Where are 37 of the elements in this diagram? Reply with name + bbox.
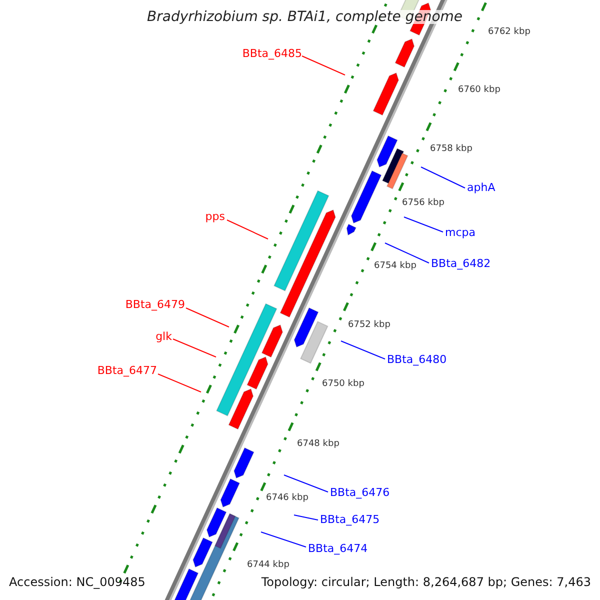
gene-label: BBta_6480 [387, 354, 447, 365]
scale-label: 6752 kbp [348, 321, 390, 330]
scale-label: 6754 kbp [374, 262, 416, 271]
gene-label: BBta_6485 [242, 48, 302, 59]
gene-label: glk [156, 331, 172, 342]
leader-line [226, 220, 268, 240]
gene-label: BBta_6475 [320, 514, 380, 525]
leader-line [302, 56, 346, 76]
gene-label: BBta_6474 [308, 543, 368, 554]
gene-label: pps [205, 211, 225, 222]
leader-line [284, 474, 328, 492]
leader-line [158, 374, 202, 392]
leader-line [294, 514, 318, 520]
gene-label: BBta_6476 [330, 487, 390, 498]
gene-label: mcpa [445, 227, 476, 238]
leader-line [260, 532, 306, 548]
gene-label: BBta_6479 [125, 299, 185, 310]
scale-label: 6744 kbp [247, 561, 290, 570]
gene-label: BBta_6477 [97, 365, 157, 376]
scale-label: 6760 kbp [458, 86, 500, 95]
title: Bradyrhizobium sp. BTAi1, complete genome [147, 10, 463, 24]
scale-label: 6750 kbp [322, 380, 364, 389]
scale-label: 6746 kbp [266, 494, 308, 503]
leader-line [420, 166, 466, 188]
leader-line [186, 308, 230, 328]
genome-stats-text: Topology: circular; Length: 8,264,687 bp; Genes: 7,463 [261, 576, 591, 588]
scale-label: 6762 kbp [488, 28, 530, 37]
scale-label: 6756 kbp [402, 199, 444, 208]
scale-label: 6758 kbp [430, 145, 472, 154]
leader-line [172, 338, 216, 358]
gene-label: aphA [467, 182, 496, 193]
gene-label: BBta_6482 [431, 258, 491, 269]
leader-line [384, 242, 430, 264]
scale-label: 6748 kbp [297, 440, 340, 449]
leader-line [404, 216, 444, 232]
leader-line [340, 340, 386, 360]
accession-text: Accession: NC_009485 [9, 576, 146, 588]
